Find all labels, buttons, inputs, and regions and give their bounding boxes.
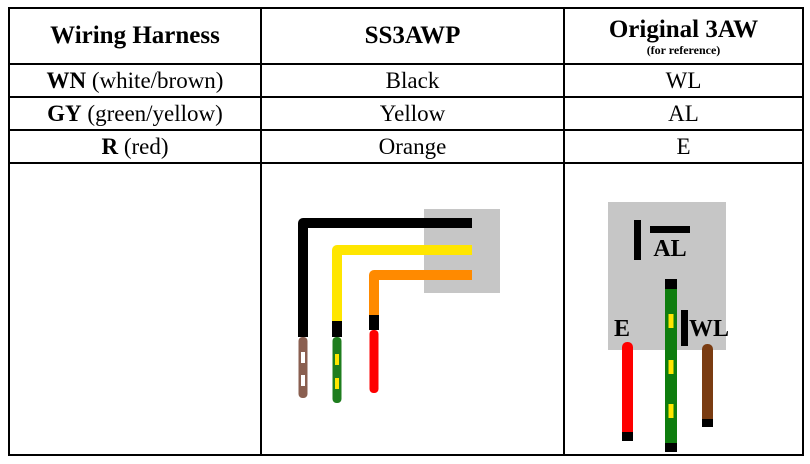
harness-desc-gy: (green/yellow): [81, 101, 223, 126]
relay-label-wl: WL: [689, 316, 729, 342]
header-wiring-harness: Wiring Harness: [8, 7, 262, 65]
terminal-brown-white: [298, 337, 308, 398]
header-row: Wiring Harness SS3AWP Original 3AW (for …: [8, 7, 804, 65]
terminal-cap-black: [298, 321, 308, 337]
diagram-cell-original-3aw: AL E WL: [563, 162, 804, 456]
wire-end-cap: [622, 432, 633, 441]
original-cell-wl: WL: [563, 63, 804, 98]
header-original-3aw: Original 3AW (for reference): [563, 7, 804, 65]
relay-brown-wire: [702, 344, 713, 427]
ss3awp-wiring-diagram: [298, 209, 500, 403]
diagram-cell-ss3awp: [260, 162, 565, 456]
original-cell-al: AL: [563, 96, 804, 131]
diagram-row: AL E WL: [8, 162, 804, 456]
relay-pin: [681, 310, 688, 346]
harness-code-wn: WN: [46, 68, 87, 93]
table-row-gy: GY (green/yellow) Yellow AL: [8, 96, 804, 131]
harness-code-gy: GY: [47, 101, 82, 126]
ss3awp-cell-yellow: Yellow: [260, 96, 565, 131]
ss3awp-cell-orange: Orange: [260, 129, 565, 164]
harness-desc-wn: (white/brown): [86, 68, 224, 93]
relay-pin: [634, 220, 641, 260]
terminal-yellow-stripe: [335, 354, 339, 365]
wire-yellow-stripe: [668, 314, 674, 328]
terminal-yellow-stripe: [335, 378, 339, 389]
wire-end-cap: [665, 279, 677, 289]
terminal-white-stripe: [301, 375, 305, 386]
harness-code-r: R: [101, 134, 119, 159]
ss3awp-orange-wire: [369, 270, 472, 320]
wire-end-cap: [702, 419, 713, 427]
original-cell-e: E: [563, 129, 804, 164]
wiring-conversion-table: Wiring Harness SS3AWP Original 3AW (for …: [8, 7, 804, 456]
terminal-red: [369, 330, 379, 393]
relay-label-al: AL: [653, 236, 686, 262]
relay-pin: [650, 226, 690, 233]
wire-yellow-stripe: [668, 360, 674, 374]
wire-yellow-stripe: [668, 404, 674, 418]
terminal-cap-black: [332, 321, 342, 337]
wire-end-cap: [665, 443, 677, 452]
header-ss3awp: SS3AWP: [260, 7, 565, 65]
terminal-cap-black: [369, 315, 379, 330]
terminal-green-yellow: [332, 337, 342, 403]
terminal-white-stripe: [301, 352, 305, 363]
ss3awp-cell-black: Black: [260, 63, 565, 98]
header-original-3aw-subtitle: (for reference): [646, 43, 721, 58]
relay-label-e: E: [614, 316, 630, 342]
relay-red-wire: [622, 342, 633, 438]
header-original-3aw-title: Original 3AW: [608, 15, 759, 43]
ss3awp-yellow-wire: [332, 245, 472, 326]
harness-cell-wn: WN (white/brown): [8, 63, 262, 98]
ss3awp-black-wire: [298, 218, 472, 326]
diagram-cell-empty: [8, 162, 262, 456]
table-row-wn: WN (white/brown) Black WL: [8, 63, 804, 98]
table-row-r: R (red) Orange E: [8, 129, 804, 164]
original-3aw-relay-diagram: AL E WL: [608, 202, 729, 452]
harness-cell-gy: GY (green/yellow): [8, 96, 262, 131]
harness-desc-r: (red): [118, 134, 169, 159]
harness-cell-r: R (red): [8, 129, 262, 164]
